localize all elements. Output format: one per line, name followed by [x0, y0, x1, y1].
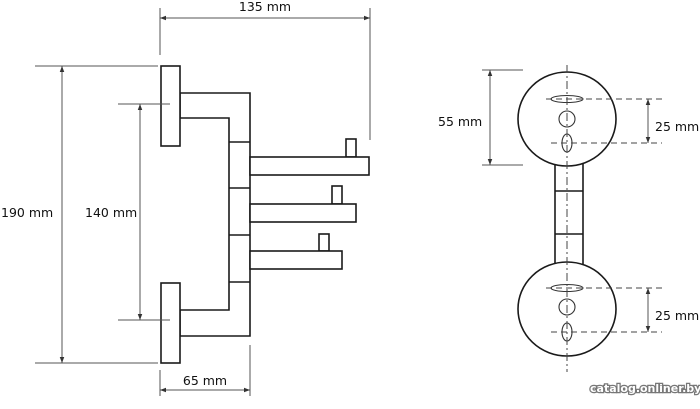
- dimension-65: 65 mm: [159, 345, 251, 396]
- side-view: [517, 65, 662, 372]
- hook-arm-1: [249, 138, 370, 176]
- swing-arm-frame: [179, 92, 251, 337]
- dimension-190: 190 mm: [0, 65, 158, 364]
- dimension-label-135: 135 mm: [239, 0, 291, 14]
- dimension-label-140: 140 mm: [85, 205, 137, 220]
- side-arm: [554, 159, 584, 269]
- dimension-25-top: 25 mm: [645, 99, 699, 143]
- bottom-wall-plate: [160, 282, 181, 364]
- dimension-140: 140 mm: [84, 103, 170, 321]
- segment-dividers: [229, 141, 250, 283]
- dimension-135: 135 mm: [159, 0, 371, 140]
- dimension-label-190: 190 mm: [1, 205, 53, 220]
- dimension-label-25-bottom: 25 mm: [655, 308, 699, 323]
- watermark: catalog.onliner.by: [590, 382, 700, 395]
- dimension-label-55: 55 mm: [438, 114, 482, 129]
- dimension-25-bottom: 25 mm: [645, 288, 699, 332]
- front-view: [160, 65, 370, 364]
- dimension-label-25-top: 25 mm: [655, 119, 699, 134]
- dimension-label-65: 65 mm: [183, 373, 227, 388]
- dimension-55: 55 mm: [438, 69, 523, 166]
- hook-arm-3: [249, 233, 343, 270]
- hook-arm-2: [249, 185, 357, 223]
- top-wall-plate: [160, 65, 181, 147]
